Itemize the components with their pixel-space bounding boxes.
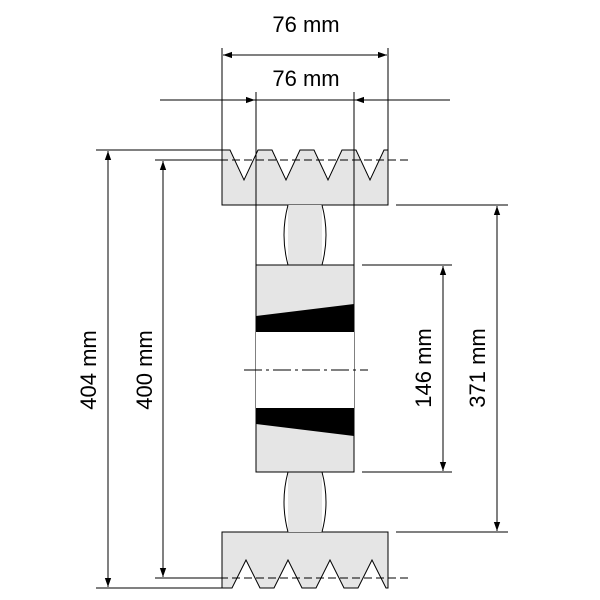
upper-web (288, 205, 322, 265)
lower-web-outline (283, 471, 327, 533)
label-pitch-diameter: 400 mm (132, 330, 157, 409)
bottom-rim (221, 531, 389, 589)
dimension-lines (104, 51, 501, 587)
label-hub-diameter: 371 mm (465, 328, 490, 407)
upper-web-outline (283, 204, 327, 266)
extension-lines (96, 48, 508, 589)
bushing-upper (256, 304, 354, 332)
bushing-lower (256, 408, 354, 436)
top-rim (221, 149, 389, 206)
label-outer-diameter: 404 mm (76, 330, 101, 409)
lower-web (288, 472, 322, 532)
label-top-inner-width: 76 mm (272, 66, 339, 91)
dimension-labels: 76 mm 76 mm 404 mm 400 mm 146 mm 371 mm (76, 12, 490, 410)
label-bore-length: 146 mm (411, 328, 436, 407)
label-top-outer-width: 76 mm (272, 12, 339, 37)
pulley-body (221, 149, 389, 589)
